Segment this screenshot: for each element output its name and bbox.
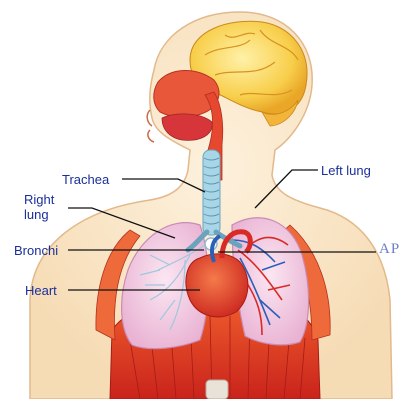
label-left-lung: Left lung xyxy=(321,163,371,178)
label-trachea: Trachea xyxy=(62,172,109,187)
label-bronchi: Bronchi xyxy=(14,243,58,258)
label-right-lung: Right lung xyxy=(24,192,54,222)
watermark-ap: AP xyxy=(379,241,400,258)
spine-base xyxy=(206,380,228,399)
heart xyxy=(186,254,248,317)
label-heart: Heart xyxy=(25,283,57,298)
